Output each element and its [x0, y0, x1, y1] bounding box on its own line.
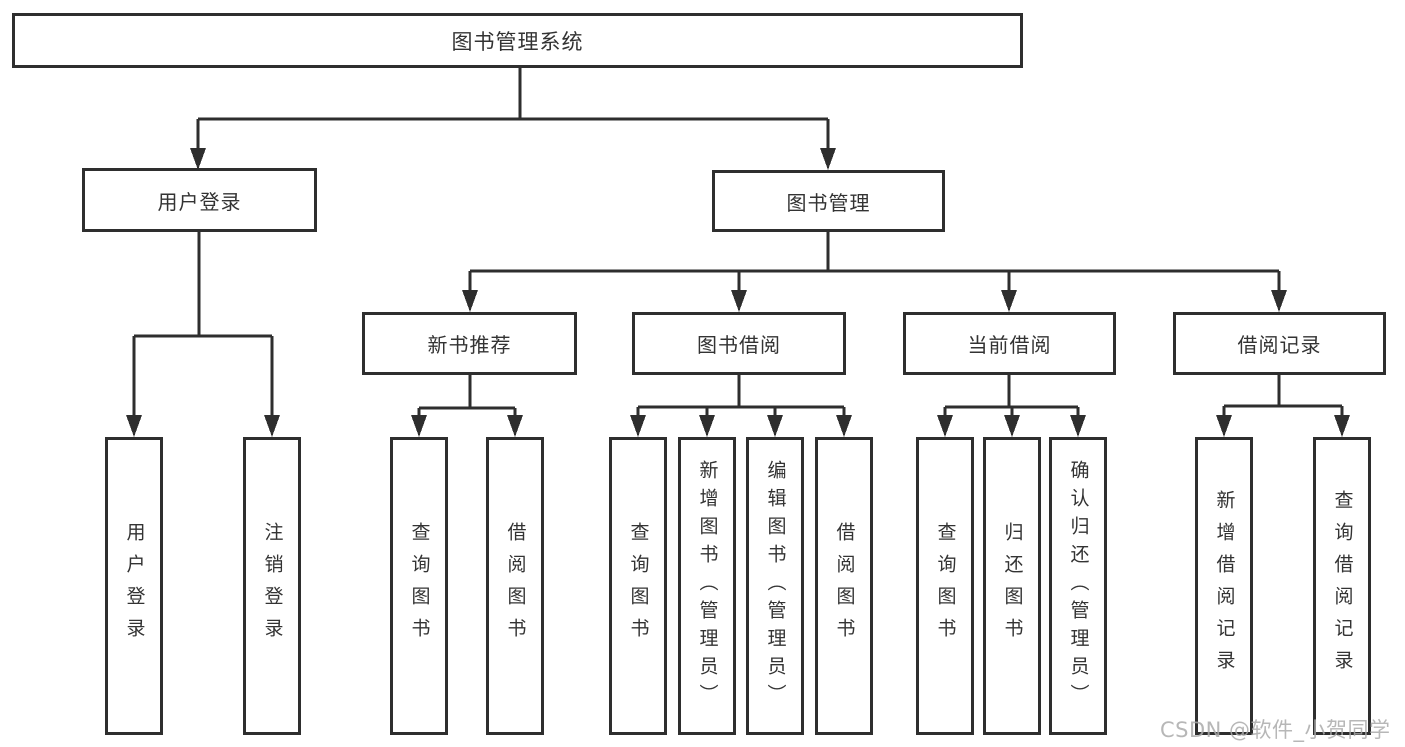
leaf-confirm-return-admin: 确认归还（管理员） — [1049, 437, 1107, 735]
leaf-logout: 注销登录 — [243, 437, 301, 735]
leaf-label: 注销登录 — [261, 522, 284, 650]
leaf-label: 查询借阅记录 — [1331, 490, 1354, 682]
leaf-search-books-borrow: 查询图书 — [609, 437, 667, 735]
leaf-label: 确认归还（管理员） — [1067, 460, 1090, 712]
node-book-management: 图书管理 — [712, 170, 945, 232]
leaf-label: 新增图书（管理员） — [696, 460, 719, 712]
leaf-return-books: 归还图书 — [983, 437, 1041, 735]
node-label: 图书借阅 — [697, 333, 781, 357]
leaf-search-books-current: 查询图书 — [916, 437, 974, 735]
node-borrow-records: 借阅记录 — [1173, 312, 1386, 375]
leaf-add-books-admin: 新增图书（管理员） — [678, 437, 736, 735]
leaf-user-login: 用户登录 — [105, 437, 163, 735]
leaf-label: 查询图书 — [408, 522, 431, 650]
node-label: 新书推荐 — [427, 333, 512, 357]
leaf-borrow-books-recommend: 借阅图书 — [486, 437, 544, 735]
leaf-label: 查询图书 — [934, 522, 957, 650]
node-library-management-system: 图书管理系统 — [12, 13, 1023, 68]
leaf-add-borrow-record: 新增借阅记录 — [1195, 437, 1253, 735]
node-user-login: 用户登录 — [82, 168, 317, 232]
leaf-label: 编辑图书（管理员） — [764, 460, 787, 712]
csdn-watermark: CSDN @软件_小贺同学 — [1160, 718, 1391, 742]
node-current-borrow: 当前借阅 — [903, 312, 1116, 375]
leaf-borrow-books: 借阅图书 — [815, 437, 873, 735]
node-label: 当前借阅 — [967, 333, 1052, 357]
leaf-search-books-recommend: 查询图书 — [390, 437, 448, 735]
leaf-search-borrow-record: 查询借阅记录 — [1313, 437, 1371, 735]
leaf-label: 新增借阅记录 — [1213, 490, 1236, 682]
node-book-borrow: 图书借阅 — [632, 312, 846, 375]
node-new-book-recommend: 新书推荐 — [362, 312, 577, 375]
leaf-edit-books-admin: 编辑图书（管理员） — [746, 437, 804, 735]
leaf-label: 查询图书 — [627, 522, 650, 650]
node-label: 图书管理系统 — [451, 29, 584, 54]
node-label: 借阅记录 — [1237, 333, 1322, 357]
node-label: 图书管理 — [786, 190, 871, 215]
leaf-label: 用户登录 — [123, 522, 146, 650]
leaf-label: 借阅图书 — [504, 522, 527, 650]
leaf-label: 借阅图书 — [833, 522, 856, 650]
leaf-label: 归还图书 — [1001, 522, 1024, 650]
node-label: 用户登录 — [157, 189, 242, 214]
